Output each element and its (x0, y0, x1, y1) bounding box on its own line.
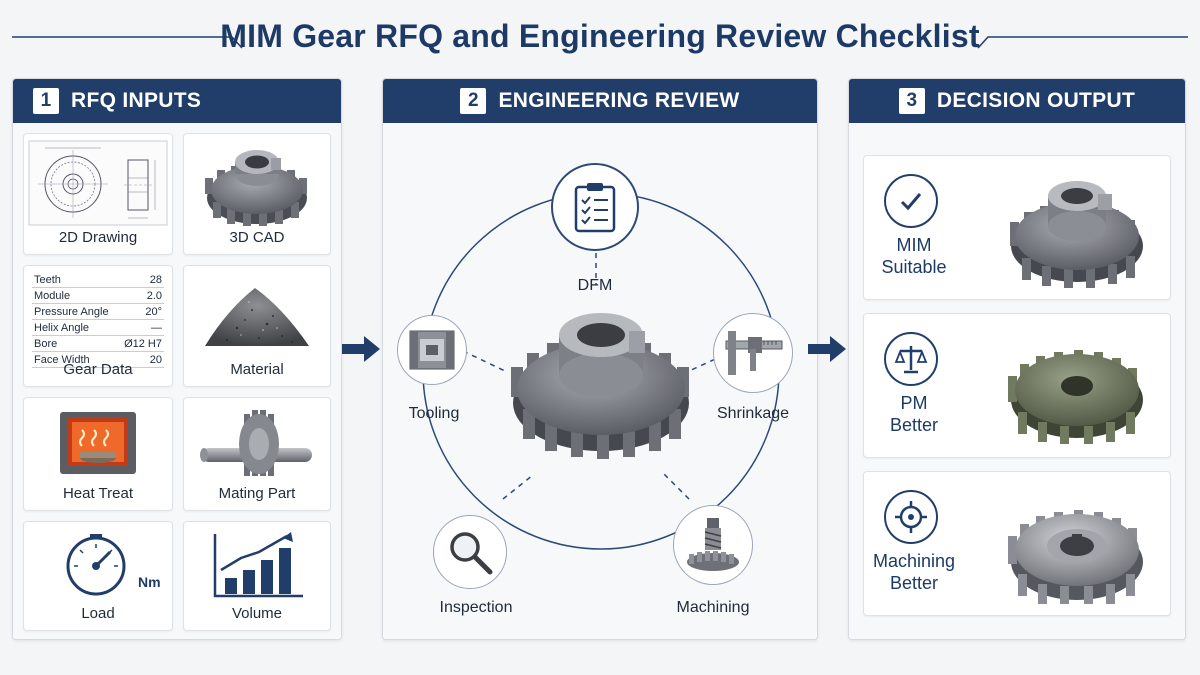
node-inspection[interactable] (433, 515, 507, 589)
card-label-material: Material (230, 361, 284, 378)
mim-gear-image (1010, 181, 1143, 288)
card-2d-drawing[interactable]: 2D Drawing (23, 133, 173, 255)
card-label-mating-part: Mating Part (218, 485, 296, 502)
step-number-1: 1 (33, 88, 59, 114)
node-label-inspection: Inspection (439, 599, 513, 616)
bar-chart-growth-icon (213, 532, 303, 598)
card-load[interactable]: Nm Load (23, 521, 173, 631)
volume-image (184, 530, 330, 602)
page-title: MIM Gear RFQ and Engineering Review Chec… (220, 18, 980, 54)
card-heat-treat[interactable]: Heat Treat (23, 397, 173, 511)
magnifier-icon (450, 532, 493, 575)
step-number-3: 3 (898, 88, 925, 114)
pm-gear-image (1008, 350, 1143, 444)
card-volume[interactable]: Volume (183, 521, 331, 631)
decision-card-machining-better[interactable]: Machining Better (863, 471, 1171, 616)
machined-gear-image (1008, 510, 1143, 604)
load-image (24, 532, 172, 598)
engineering-review-heading: ENGINEERING REVIEW (498, 89, 740, 112)
node-label-shrinkage: Shrinkage (716, 405, 790, 422)
card-label-heat-treat: Heat Treat (62, 485, 134, 502)
card-label-load: Load (81, 605, 115, 622)
hob-cutter-icon (687, 518, 739, 571)
decision-card-pm-better[interactable]: PM Better (863, 313, 1171, 458)
flow-arrow-right-icon (808, 336, 846, 362)
card-label-3d-cad: 3D CAD (229, 229, 285, 246)
decision-label-pm: PM Better (889, 393, 939, 435)
decision-label-mim: MIM Suitable (881, 235, 947, 277)
decision-card-mim-suitable[interactable]: MIM Suitable (863, 155, 1171, 300)
node-label-machining: Machining (676, 599, 750, 616)
decision-output-header: 3 DECISION OUTPUT (849, 79, 1185, 123)
rfq-inputs-panel: 1 RFQ INPUTS (12, 78, 342, 640)
shaft-gear-icon (200, 410, 312, 476)
decision-output-panel: 3 DECISION OUTPUT MIM Suitable (848, 78, 1186, 640)
rfq-inputs-body: 2D Drawing (13, 123, 341, 639)
gear-3d-icon (205, 150, 307, 226)
material-image (184, 280, 330, 356)
title-bar: MIM Gear RFQ and Engineering Review Chec… (0, 0, 1200, 70)
flow-arrow-right-icon (342, 336, 380, 362)
card-label-2d-drawing: 2D Drawing (58, 229, 138, 246)
node-label-dfm: DFM (577, 277, 613, 294)
technical-drawing-icon (28, 140, 168, 226)
drawing-image (24, 140, 172, 226)
mold-tooling-icon (409, 330, 455, 370)
cad-image (184, 140, 330, 230)
step-number-2: 2 (460, 88, 487, 114)
card-mating-part[interactable]: Mating Part (183, 397, 331, 511)
card-3d-cad[interactable]: 3D CAD (183, 133, 331, 255)
node-dfm[interactable] (551, 163, 639, 251)
furnace-icon (60, 412, 136, 474)
engineering-review-panel: 2 ENGINEERING REVIEW (382, 78, 818, 640)
decision-label-machining: Machining Better (872, 551, 956, 593)
decision-output-body: MIM Suitable (849, 123, 1185, 639)
node-label-tooling: Tooling (408, 405, 460, 422)
mating-part-image (184, 404, 330, 480)
node-tooling[interactable] (397, 315, 467, 385)
caliper-icon (725, 331, 783, 375)
engineering-review-header: 2 ENGINEERING REVIEW (383, 79, 817, 123)
card-material[interactable]: Material (183, 265, 331, 387)
center-gear-icon (511, 313, 689, 459)
decision-output-heading: DECISION OUTPUT (936, 89, 1136, 112)
crosshair-icon (884, 490, 938, 544)
node-shrinkage[interactable] (713, 313, 793, 393)
title-rule-lines (12, 36, 1188, 49)
rfq-inputs-heading: RFQ INPUTS (71, 89, 202, 112)
node-machining[interactable] (673, 505, 753, 585)
check-circle-icon (884, 174, 938, 228)
engineering-review-body: DFM Tooling (383, 123, 817, 639)
metal-powder-icon (205, 288, 309, 346)
heat-treat-image (24, 410, 172, 476)
load-unit-label: Nm (138, 574, 161, 590)
clipboard-checklist-icon (574, 183, 616, 233)
torque-gauge-icon (66, 534, 126, 596)
balance-scale-icon (884, 332, 938, 386)
card-label-volume: Volume (231, 605, 283, 622)
spec-row: Helix Angle— (32, 322, 164, 336)
card-label-gear-data: Gear Data (63, 361, 133, 378)
rfq-inputs-header: 1 RFQ INPUTS (13, 79, 341, 123)
